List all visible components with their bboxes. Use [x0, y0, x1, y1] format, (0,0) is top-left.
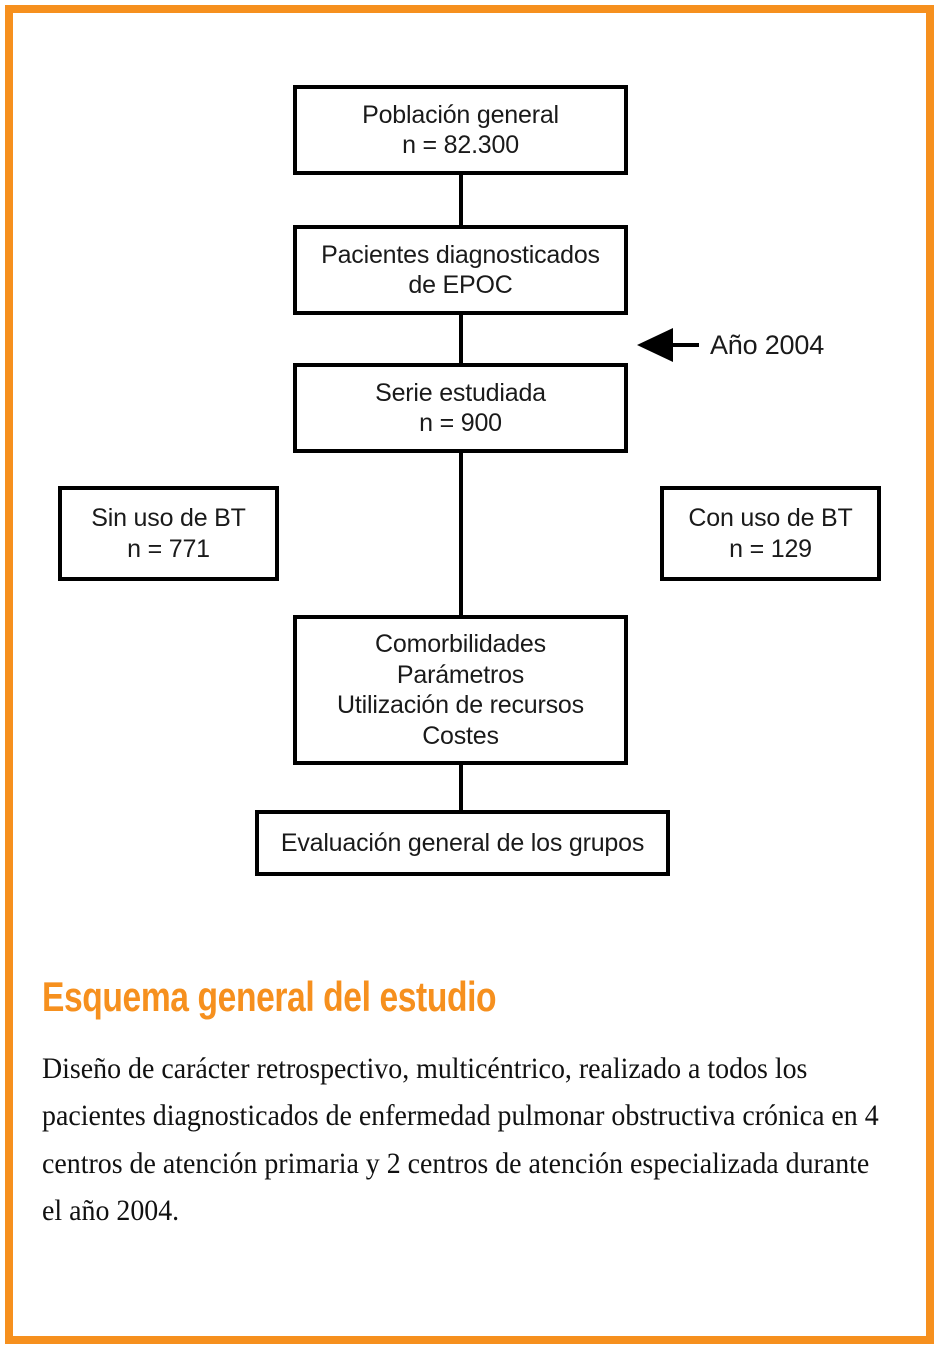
flowchart-node-poblacion-general: Población general n = 82.300 — [293, 85, 628, 175]
flowchart-node-evaluacion-general: Evaluación general de los grupos — [255, 810, 670, 876]
node-line: Sin uso de BT — [91, 504, 246, 532]
flowchart-node-con-uso-bt: Con uso de BT n = 129 — [660, 486, 881, 581]
node-line: n = 900 — [419, 409, 502, 437]
flowchart-node-sin-uso-bt: Sin uso de BT n = 771 — [58, 486, 279, 581]
connector-pacientes-to-serie — [459, 315, 463, 363]
node-line: Con uso de BT — [688, 504, 853, 532]
node-line: Pacientes diagnosticados — [321, 240, 600, 269]
study-flowchart: Población general n = 82.300 Pacientes d… — [58, 85, 881, 876]
caption-title: Esquema general del estudio — [42, 973, 497, 1020]
node-line: Serie estudiada — [375, 378, 546, 407]
node-line: Población general — [362, 100, 559, 129]
connector-serie-to-comorbilidades — [459, 453, 463, 615]
year-annotation-label: Año 2004 — [710, 329, 825, 360]
node-line: Costes — [422, 721, 499, 750]
node-line: Evaluación general de los grupos — [280, 828, 645, 857]
node-line: Parámetros — [396, 660, 525, 689]
node-line: de EPOC — [408, 271, 513, 299]
node-line: Comorbilidades — [375, 630, 546, 658]
node-line: n = 771 — [127, 534, 210, 563]
node-line: n = 82.300 — [402, 131, 519, 159]
connector-comorbilidades-to-evaluacion — [459, 765, 463, 810]
left-arrow-icon — [637, 328, 673, 362]
arrow-shaft — [673, 343, 699, 347]
year-annotation: Año 2004 — [637, 328, 824, 362]
caption-block: Esquema general del estudio Diseño de ca… — [42, 973, 887, 1235]
flowchart-node-serie-estudiada: Serie estudiada n = 900 — [293, 363, 628, 453]
connector-poblacion-to-pacientes — [459, 175, 463, 225]
flowchart-node-comorbilidades: Comorbilidades Parámetros Utilización de… — [293, 615, 628, 765]
node-line: Utilización de recursos — [337, 691, 584, 719]
node-line: n = 129 — [729, 534, 812, 563]
caption-body: Diseño de carácter retrospectivo, multic… — [42, 1052, 879, 1228]
flowchart-node-pacientes-diagnosticados: Pacientes diagnosticados de EPOC — [293, 225, 628, 315]
